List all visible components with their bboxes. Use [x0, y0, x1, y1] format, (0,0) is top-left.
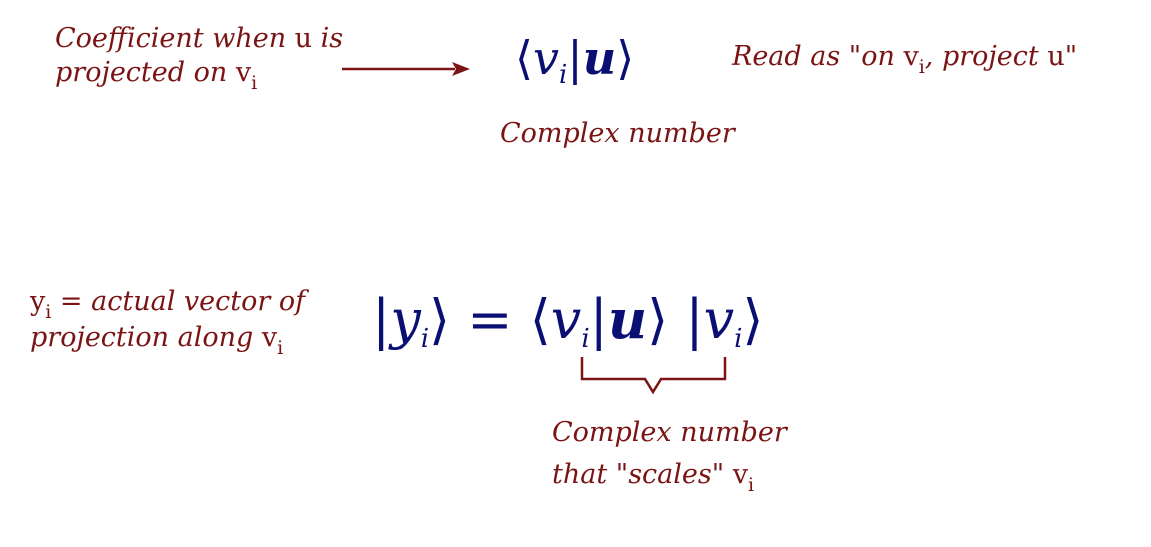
scaling-caption-line1: Complex number: [552, 417, 787, 448]
coefficient-annotation: Coefficient when u is projected on vi: [55, 22, 344, 94]
actual-vector-annotation: yi = actual vector of projection along v…: [30, 285, 306, 359]
read-as-annotation: Read as "on vi, project u": [732, 41, 1078, 78]
underbrace-icon: [580, 357, 727, 395]
scaling-coefficient-caption: Complex number that "scales" vi: [552, 412, 787, 498]
complex-number-caption: Complex number: [500, 118, 735, 149]
actual-vector-annotation-line1: yi = actual vector of: [30, 286, 306, 323]
inner-product-expression: ⟨vi|u⟩: [515, 31, 635, 90]
arrow-icon: [342, 62, 470, 76]
scaling-caption-line2: that "scales" vi: [552, 459, 755, 496]
coefficient-annotation-line1: Coefficient when u is: [55, 23, 344, 54]
actual-vector-annotation-line2: projection along vi: [30, 322, 284, 359]
projection-equation: |yi⟩ = ⟨vi|u⟩ |vi⟩: [372, 287, 764, 354]
coefficient-annotation-line2: projected on vi: [55, 57, 258, 94]
